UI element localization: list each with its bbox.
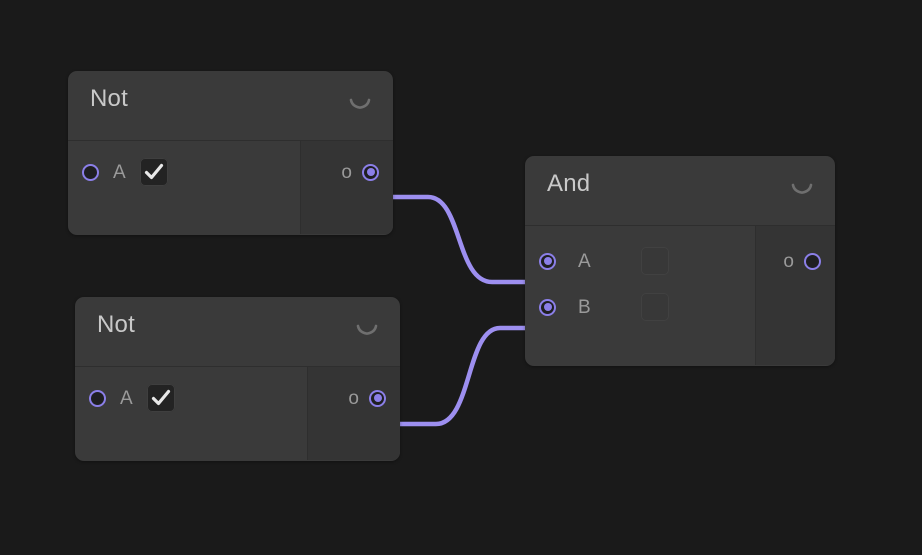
node-title: Not — [97, 310, 135, 338]
input-port-a[interactable] — [89, 389, 106, 407]
input-checkbox-b[interactable] — [640, 293, 669, 321]
node-and-1[interactable]: And A B — [525, 156, 835, 366]
node-not-1[interactable]: Not A — [68, 71, 393, 235]
output-port-o[interactable] — [804, 252, 821, 270]
input-checkbox-a[interactable] — [139, 158, 168, 186]
node-outputs: o — [300, 141, 393, 234]
input-checkbox-a[interactable] — [146, 384, 175, 412]
output-label-o: o — [348, 387, 359, 409]
node-title: Not — [90, 84, 128, 112]
output-row: o — [308, 375, 400, 421]
output-port-o[interactable] — [362, 163, 379, 181]
node-body: A B o — [525, 226, 835, 365]
output-row: o — [756, 238, 835, 284]
output-port-o[interactable] — [369, 389, 386, 407]
chevron-down-icon[interactable] — [791, 182, 813, 196]
connection-wire[interactable] — [396, 325, 531, 427]
node-not-2[interactable]: Not A — [75, 297, 400, 461]
input-label-a: A — [120, 387, 133, 409]
input-row: A — [525, 238, 755, 284]
node-header[interactable]: Not — [75, 297, 400, 367]
node-title: And — [547, 169, 591, 197]
node-inputs: A — [68, 141, 300, 234]
input-port-a[interactable] — [539, 252, 556, 270]
node-header[interactable]: Not — [68, 71, 393, 141]
node-body: A o — [75, 367, 400, 460]
chevron-down-icon[interactable] — [356, 323, 378, 337]
input-row: B — [525, 284, 755, 330]
input-label-a: A — [578, 250, 591, 272]
input-label-b: B — [578, 296, 591, 318]
input-row: A — [75, 375, 307, 421]
node-header[interactable]: And — [525, 156, 835, 226]
input-port-a[interactable] — [82, 163, 99, 181]
output-label-o: o — [783, 250, 794, 272]
input-port-b[interactable] — [539, 298, 556, 316]
node-body: A o — [68, 141, 393, 234]
output-row: o — [301, 149, 393, 195]
node-inputs: A B — [525, 226, 755, 365]
chevron-down-icon[interactable] — [349, 97, 371, 111]
node-inputs: A — [75, 367, 307, 460]
output-label-o: o — [341, 161, 352, 183]
input-label-a: A — [113, 161, 126, 183]
connection-wire[interactable] — [389, 194, 531, 285]
node-outputs: o — [755, 226, 835, 365]
input-checkbox-a[interactable] — [640, 247, 669, 275]
input-row: A — [68, 149, 300, 195]
node-outputs: o — [307, 367, 400, 460]
